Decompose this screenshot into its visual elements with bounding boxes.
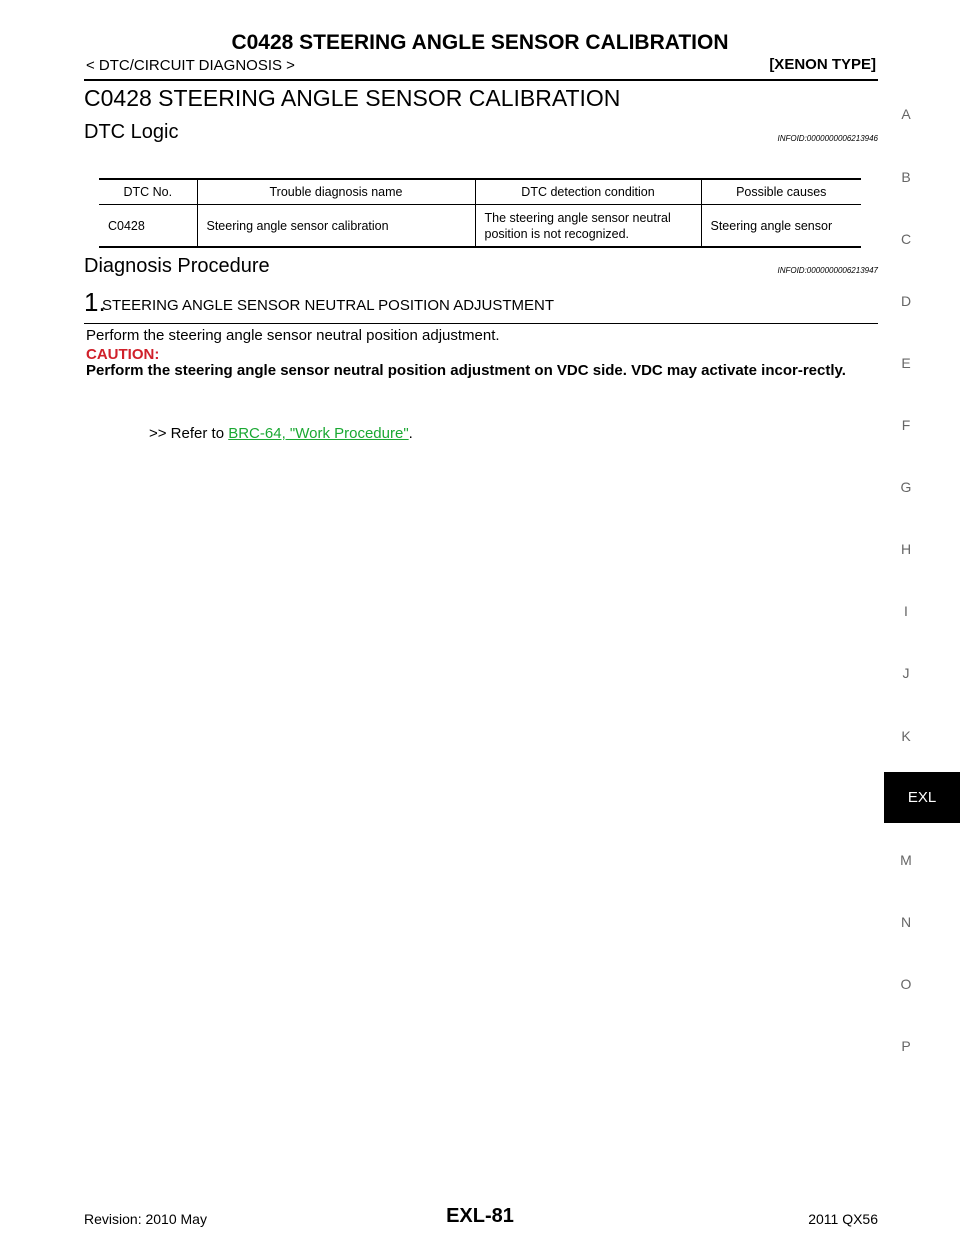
column-header-dtc-no: DTC No. — [99, 178, 197, 205]
side-index-letter-i[interactable]: I — [904, 603, 908, 619]
dtc-table: DTC No. Trouble diagnosis name DTC detec… — [99, 178, 861, 248]
header-divider — [84, 79, 878, 81]
side-index-letter-d[interactable]: D — [900, 293, 912, 309]
side-index-letter-g[interactable]: G — [900, 479, 912, 495]
side-index-letter-j[interactable]: J — [902, 665, 910, 681]
side-index-letter-n[interactable]: N — [900, 914, 912, 930]
refer-link[interactable]: BRC-64, "Work Procedure" — [228, 425, 409, 442]
header-breadcrumb: < DTC/CIRCUIT DIAGNOSIS > — [86, 57, 295, 74]
dtc-logic-infoid: INFOID:0000000006213946 — [777, 134, 878, 143]
column-header-possible-causes: Possible causes — [700, 178, 861, 205]
step-number: 1. — [84, 287, 106, 317]
side-index-tab-exl[interactable]: EXL — [884, 772, 960, 823]
caution-label: CAUTION: — [86, 346, 160, 363]
side-index-letter-m[interactable]: M — [900, 852, 912, 868]
diagnosis-procedure-heading: Diagnosis Procedure — [84, 255, 270, 277]
caution-text: Perform the steering angle sensor neutra… — [86, 362, 846, 379]
section-title: C0428 STEERING ANGLE SENSOR CALIBRATION — [84, 85, 621, 111]
refer-suffix: . — [408, 425, 413, 442]
side-index-letter-f[interactable]: F — [901, 417, 911, 433]
side-index-letter-h[interactable]: H — [900, 541, 912, 557]
cell-trouble-diagnosis-name: Steering angle sensor calibration — [196, 204, 475, 248]
side-index-letter-p[interactable]: P — [901, 1038, 911, 1054]
side-index-letter-e[interactable]: E — [901, 355, 911, 371]
cell-dtc-no: C0428 — [99, 204, 197, 248]
diagnosis-procedure-infoid: INFOID:0000000006213947 — [777, 266, 878, 275]
step-heading: 1. STEERING ANGLE SENSOR NEUTRAL POSITIO… — [84, 287, 878, 324]
side-index-letter-c[interactable]: C — [900, 231, 912, 247]
side-index-letter-b[interactable]: B — [901, 169, 911, 185]
instruction-text: Perform the steering angle sensor neutra… — [86, 327, 500, 344]
column-header-detection-condition: DTC detection condition — [474, 178, 701, 205]
step-title: STEERING ANGLE SENSOR NEUTRAL POSITION A… — [102, 297, 555, 314]
refer-line: >> Refer to BRC-64, "Work Procedure". — [149, 425, 413, 442]
dtc-logic-heading: DTC Logic — [84, 121, 179, 143]
page-number: EXL-81 — [446, 1205, 514, 1227]
column-header-trouble-diagnosis-name: Trouble diagnosis name — [196, 178, 475, 205]
table-row: C0428 Steering angle sensor calibration … — [99, 204, 861, 248]
side-index-letter-o[interactable]: O — [900, 976, 912, 992]
cell-detection-condition: The steering angle sensor neutral positi… — [474, 204, 701, 248]
side-index-letter-a[interactable]: A — [901, 106, 911, 122]
header-type-label: [XENON TYPE] — [769, 56, 876, 73]
footer-model: 2011 QX56 — [808, 1211, 878, 1227]
page-header-title: C0428 STEERING ANGLE SENSOR CALIBRATION — [231, 31, 729, 54]
table-header-row: DTC No. Trouble diagnosis name DTC detec… — [99, 178, 861, 205]
refer-prefix: >> Refer to — [149, 425, 229, 442]
footer-revision: Revision: 2010 May — [84, 1211, 207, 1227]
cell-possible-causes: Steering angle sensor — [700, 204, 861, 248]
side-index-letter-k[interactable]: K — [901, 728, 911, 744]
